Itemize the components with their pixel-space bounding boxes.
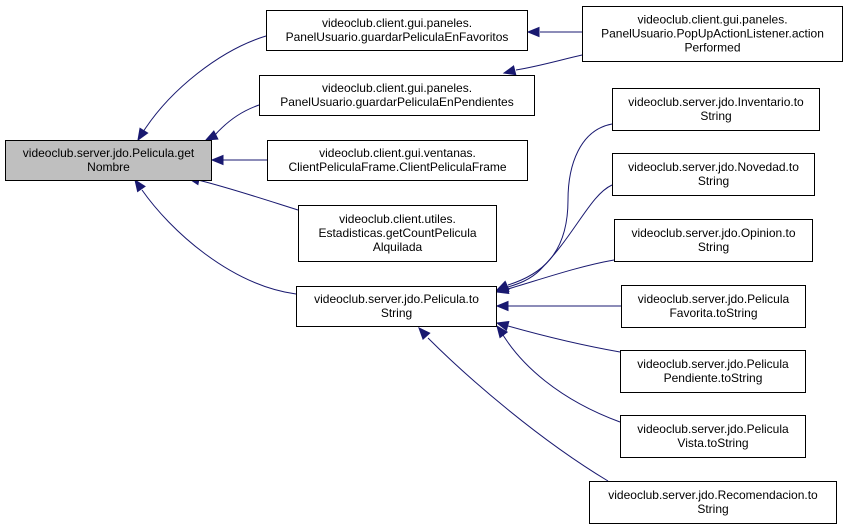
node-label-line: Estadisticas.getCountPelicula <box>318 226 476 240</box>
node-label-line: String <box>700 109 731 123</box>
node-popup[interactable]: videoclub.client.gui.paneles.PanelUsuari… <box>582 6 843 62</box>
edge-clientFrame-to-getNombre <box>210 154 267 166</box>
node-box <box>266 10 528 51</box>
edge-line <box>515 54 583 71</box>
edge-recomendacion-to-peliculaToString <box>418 327 609 482</box>
edge-line <box>507 184 613 288</box>
arrowhead <box>137 127 149 142</box>
node-label-line: Performed <box>684 41 740 55</box>
edge-guardarFav-to-getNombre <box>137 35 267 142</box>
node-inventario[interactable]: videoclub.server.jdo.Inventario.toString <box>612 88 820 131</box>
node-label-line: String <box>698 174 729 188</box>
node-label-line: PanelUsuario.guardarPeliculaEnFavoritos <box>286 30 509 44</box>
node-box <box>267 140 528 181</box>
edge-favorita-to-peliculaToString <box>495 300 621 312</box>
node-label-line: videoclub.client.utiles. <box>339 212 456 226</box>
node-label-line: videoclub.server.jdo.Pelicula <box>638 292 790 306</box>
edge-line <box>507 259 615 290</box>
edge-line <box>213 104 260 137</box>
node-label-line: PanelUsuario.guardarPeliculaEnPendientes <box>280 95 513 109</box>
edge-guardarPend-to-getNombre <box>204 104 260 141</box>
node-label-line: videoclub.server.jdo.Opinion.to <box>631 226 795 240</box>
node-guardarFav[interactable]: videoclub.client.gui.paneles.PanelUsuari… <box>266 10 528 51</box>
node-peliculaToString[interactable]: videoclub.server.jdo.Pelicula.toString <box>296 286 497 327</box>
edge-line <box>142 35 267 133</box>
node-box <box>612 153 815 196</box>
node-guardarPend[interactable]: videoclub.client.gui.paneles.PanelUsuari… <box>259 75 535 116</box>
node-label-line: String <box>698 240 729 254</box>
node-box <box>621 285 806 328</box>
edge-line <box>499 329 621 423</box>
node-label-line: String <box>697 502 728 516</box>
node-label-line: videoclub.server.jdo.Pelicula <box>637 357 789 371</box>
node-label-line: videoclub.server.jdo.Novedad.to <box>628 160 799 174</box>
arrowhead <box>134 178 146 193</box>
node-box <box>614 219 813 262</box>
node-opinion[interactable]: videoclub.server.jdo.Opinion.toString <box>614 219 813 262</box>
node-box <box>612 88 820 131</box>
node-label-line: videoclub.server.jdo.Pelicula <box>637 422 789 436</box>
edge-line <box>507 123 613 286</box>
node-label-line: videoclub.client.gui.paneles. <box>637 13 787 27</box>
node-label-line: videoclub.server.jdo.Pelicula.get <box>23 146 195 160</box>
arrowhead <box>526 26 540 38</box>
node-box <box>5 140 212 181</box>
node-label-line: ClientPeliculaFrame.ClientPeliculaFrame <box>288 160 506 174</box>
node-label-line: videoclub.client.gui.paneles. <box>322 16 472 30</box>
node-label-line: Vista.toString <box>677 436 748 450</box>
node-label-line: PanelUsuario.PopUpActionListener.action <box>601 27 824 41</box>
arrowhead <box>495 283 510 295</box>
node-label-line: String <box>381 306 412 320</box>
arrowhead <box>204 130 219 141</box>
node-box <box>589 481 837 524</box>
node-label-line: videoclub.server.jdo.Inventario.to <box>628 95 804 109</box>
edge-line <box>141 189 297 295</box>
arrowhead <box>495 320 510 332</box>
node-estadisticas[interactable]: videoclub.client.utiles.Estadisticas.get… <box>298 205 497 262</box>
node-box <box>259 75 535 116</box>
node-label-line: Pendiente.toString <box>664 371 763 385</box>
node-box <box>620 350 806 393</box>
edge-novedad-to-peliculaToString <box>495 184 613 292</box>
node-clientFrame[interactable]: videoclub.client.gui.ventanas.ClientPeli… <box>267 140 528 181</box>
edge-line <box>197 179 299 211</box>
node-label-line: Nombre <box>87 160 130 174</box>
node-label-line: videoclub.server.jdo.Pelicula.to <box>314 292 479 306</box>
arrowhead <box>495 300 509 312</box>
node-label-line: videoclub.server.jdo.Recomendacion.to <box>608 488 818 502</box>
node-box <box>620 415 806 458</box>
node-pendiente[interactable]: videoclub.server.jdo.PeliculaPendiente.t… <box>620 350 806 393</box>
node-box <box>296 286 497 327</box>
node-label-line: Favorita.toString <box>669 306 757 320</box>
edge-line <box>427 337 609 482</box>
node-vista[interactable]: videoclub.server.jdo.PeliculaVista.toStr… <box>620 415 806 458</box>
node-label-line: videoclub.client.gui.ventanas. <box>319 146 476 160</box>
arrowhead <box>496 324 509 339</box>
edge-line <box>507 325 621 353</box>
edge-peliculaToString-to-getNombre <box>134 178 297 295</box>
nodes-layer: videoclub.server.jdo.Pelicula.getNombrev… <box>5 6 843 524</box>
node-favorita[interactable]: videoclub.server.jdo.PeliculaFavorita.to… <box>621 285 806 328</box>
edge-popup-to-guardarPend <box>502 54 583 76</box>
edge-opinion-to-peliculaToString <box>495 259 615 295</box>
node-label-line: videoclub.client.gui.paneles. <box>322 81 472 95</box>
edge-pendiente-to-peliculaToString <box>495 320 621 353</box>
arrowhead <box>418 327 431 341</box>
arrowhead <box>502 65 517 76</box>
node-recomendacion[interactable]: videoclub.server.jdo.Recomendacion.toStr… <box>589 481 837 524</box>
node-box <box>298 205 497 262</box>
arrowhead <box>210 154 224 166</box>
node-label-line: Alquilada <box>373 240 423 254</box>
node-box <box>582 6 843 62</box>
node-novedad[interactable]: videoclub.server.jdo.Novedad.toString <box>612 153 815 196</box>
edge-popup-to-guardarFav <box>526 26 582 38</box>
edge-vista-to-peliculaToString <box>496 324 621 423</box>
